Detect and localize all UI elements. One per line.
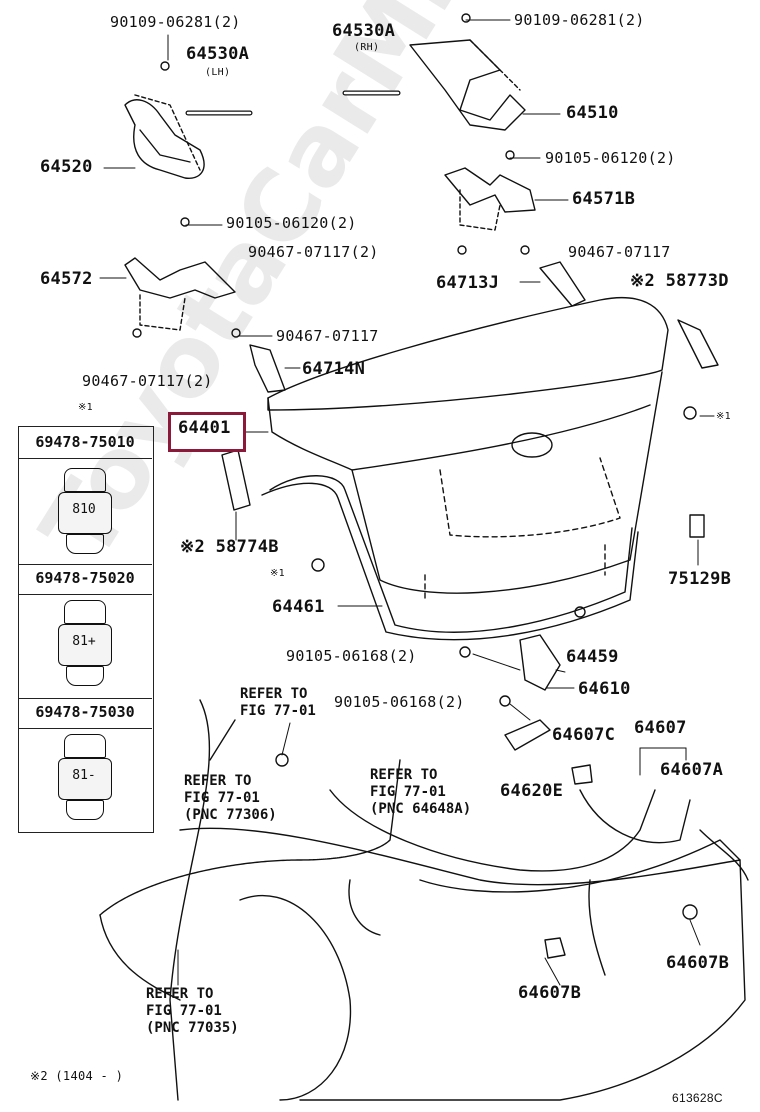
- clip-box-heading: ※1: [78, 402, 93, 413]
- highlight-64401[interactable]: [168, 412, 246, 452]
- clip-item-1-part: 69478-75010: [35, 433, 135, 451]
- part-64461[interactable]: 64461: [272, 597, 325, 617]
- part-64620e[interactable]: 64620E: [500, 781, 564, 801]
- clip-box: [18, 426, 154, 833]
- cables: [99, 759, 691, 1001]
- footnote: ※2 (1404 - ): [30, 1069, 124, 1083]
- hinge-64520: [124, 94, 205, 179]
- part-64713j[interactable]: 64713J: [436, 273, 500, 293]
- part-90105-06120-rh[interactable]: 90105-06120(2): [545, 149, 676, 167]
- hinge-64510: [409, 39, 526, 131]
- part-90467-07117-2-rh[interactable]: 90467-07117(2): [248, 243, 379, 261]
- part-90105-06120-lh[interactable]: 90105-06120(2): [226, 214, 357, 232]
- clip-item-3-mark: 81-: [72, 768, 96, 783]
- figure-code: 613628C: [672, 1091, 723, 1105]
- part-90109-06281-rh[interactable]: 90109-06281(2): [514, 11, 645, 29]
- part-64610[interactable]: 64610: [578, 679, 631, 699]
- weatherstrip-64461: [261, 475, 639, 641]
- part-64571b[interactable]: 64571B: [572, 189, 636, 209]
- car-body: [169, 699, 749, 1101]
- clip-item-1-mark: 810: [72, 502, 96, 517]
- refer-fig-77-01-c[interactable]: REFER TO FIG 77-01 (PNC 64648A): [370, 767, 472, 817]
- part-90467-07117-2-lh[interactable]: 90467-07117(2): [82, 372, 213, 390]
- part-64607a[interactable]: 64607A: [660, 760, 724, 780]
- part-64607b-bottom[interactable]: 64607B: [518, 983, 582, 1003]
- clip-item-2-part: 69478-75020: [35, 569, 135, 587]
- label-rh: (RH): [354, 42, 380, 53]
- part-64607[interactable]: 64607: [634, 718, 687, 738]
- part-90467-07117-lh[interactable]: 90467-07117: [276, 327, 379, 345]
- refer-fig-77-01-d[interactable]: REFER TO FIG 77-01 (PNC 77035): [146, 986, 239, 1036]
- part-90109-06281-lh[interactable]: 90109-06281(2): [110, 13, 241, 31]
- part-90105-06168-a[interactable]: 90105-06168(2): [286, 647, 417, 665]
- star1-left: ※1: [270, 568, 285, 579]
- part-64530a-lh[interactable]: 64530A: [186, 44, 250, 64]
- refer-fig-77-01-a[interactable]: REFER TO FIG 77-01: [240, 686, 316, 719]
- part-64572[interactable]: 64572: [40, 269, 93, 289]
- refer-fig-77-01-b[interactable]: REFER TO FIG 77-01 (PNC 77306): [184, 773, 277, 823]
- label-lh: (LH): [205, 67, 231, 78]
- clip-drawing-3: 81-: [58, 734, 112, 822]
- part-90467-07117-rh[interactable]: 90467-07117: [568, 243, 671, 261]
- leader-lines: [99, 19, 715, 986]
- clip-drawing-1: 810: [58, 468, 112, 556]
- clip-item-3-part: 69478-75030: [35, 703, 135, 721]
- part-64607b-right[interactable]: 64607B: [666, 953, 730, 973]
- clip-drawing-2: 81+: [58, 600, 112, 688]
- part-75129b[interactable]: 75129B: [668, 569, 732, 589]
- part-64401[interactable]: 64401: [178, 418, 231, 438]
- part-64607c[interactable]: 64607C: [552, 725, 616, 745]
- part-64510[interactable]: 64510: [566, 103, 619, 123]
- part-64520[interactable]: 64520: [40, 157, 93, 177]
- bracket-64571b: [444, 167, 536, 231]
- part-64459[interactable]: 64459: [566, 647, 619, 667]
- clip-item-2-mark: 81+: [72, 634, 96, 649]
- part-64714n[interactable]: 64714N: [302, 359, 366, 379]
- trunk-lid-outline: [267, 296, 669, 601]
- small-parts: [132, 13, 719, 959]
- bracket-64572: [124, 257, 236, 331]
- part-64530a-rh[interactable]: 64530A: [332, 21, 396, 41]
- part-58774b[interactable]: ※2 58774B: [180, 537, 279, 557]
- part-90105-06168-b[interactable]: 90105-06168(2): [334, 693, 465, 711]
- part-58773d[interactable]: ※2 58773D: [630, 271, 729, 291]
- star1-right: ※1: [716, 411, 731, 422]
